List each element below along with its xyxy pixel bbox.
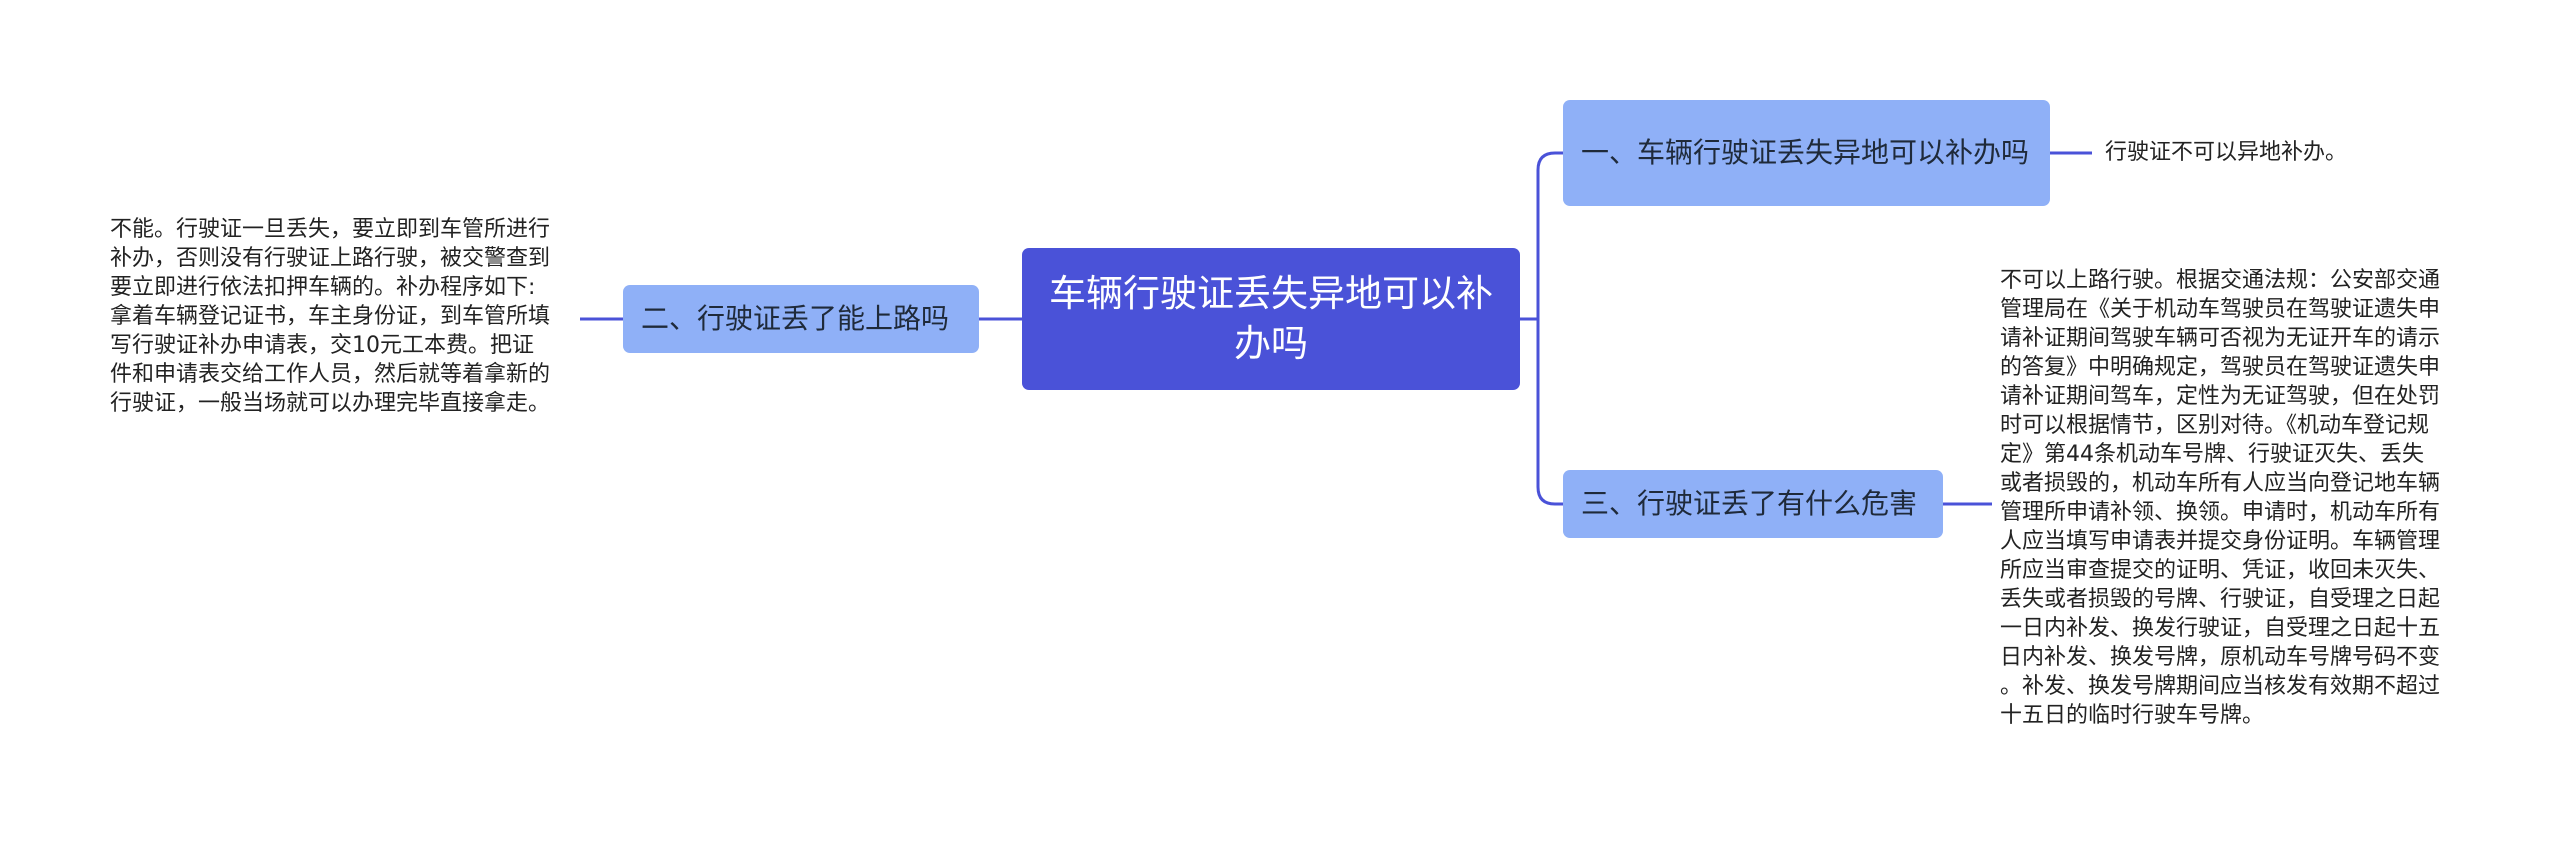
connector-branch-3 (1536, 319, 1563, 506)
central-topic-label: 车辆行驶证丢失异地可以补办吗 (1049, 272, 1493, 365)
branch-2-label: 二、行驶证丢了能上路吗 (641, 302, 950, 335)
leaf-note-3: 不可以上路行驶。根据交通法规：公安部交通 管理局在《关于机动车驾驶员在驾驶证遗失… (2000, 268, 2441, 728)
branch-node-2[interactable]: 二、行驶证丢了能上路吗 (623, 285, 979, 353)
branch-node-1[interactable]: 一、车辆行驶证丢失异地可以补办吗 (1563, 100, 2050, 206)
branch-node-3[interactable]: 三、行驶证丢了有什么危害 (1563, 470, 1943, 538)
leaf-note-2: 不能。行驶证一旦丢失，要立即到车管所进行 补办，否则没有行驶证上路行驶，被交警查… (110, 217, 551, 416)
connector-branch-1 (1536, 151, 1563, 319)
branch-1-label: 一、车辆行驶证丢失异地可以补办吗 (1581, 136, 2030, 169)
branch-3-label: 三、行驶证丢了有什么危害 (1581, 487, 1918, 520)
central-topic-node[interactable]: 车辆行驶证丢失异地可以补办吗 (1022, 248, 1520, 390)
leaf-note-1: 行驶证不可以异地补办。 (2105, 140, 2348, 165)
